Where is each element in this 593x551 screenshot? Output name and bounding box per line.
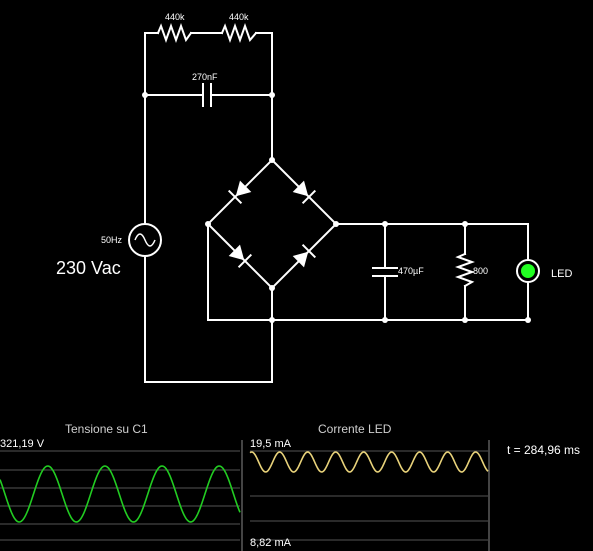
scope-current-title: Corrente LED (318, 422, 392, 436)
resistor-load[interactable] (455, 252, 475, 288)
r2-label: 440k (229, 12, 249, 22)
scope-voltage-title: Tensione su C1 (65, 422, 148, 436)
diode-d4[interactable] (292, 243, 317, 268)
wire-top-left (144, 32, 159, 96)
junction-dot (269, 157, 275, 163)
sine-icon (134, 233, 156, 247)
diode-d3[interactable] (228, 244, 253, 269)
ac-source[interactable] (128, 223, 162, 257)
source-voltage-label: 230 Vac (56, 258, 121, 278)
r1-label: 440k (165, 12, 185, 22)
wire-top-right (255, 32, 273, 96)
time-readout: t = 284,96 ms (507, 443, 581, 457)
junction-dot (333, 221, 339, 227)
diode-d1[interactable] (227, 180, 252, 205)
junction-dot (269, 285, 275, 291)
cap-series-label: 270nF (192, 72, 218, 82)
junction-dot (525, 317, 531, 323)
junction-dot (269, 92, 275, 98)
current-trace (249, 451, 489, 473)
resistor-r2[interactable] (220, 23, 258, 43)
scope-voltage-max: 321,19 V (0, 438, 45, 450)
wire-bridge-left (207, 223, 529, 321)
cap-filter-label: 470µF (398, 266, 424, 276)
junction-dot (462, 317, 468, 323)
junction-dot (205, 221, 211, 227)
resistor-r1[interactable] (156, 23, 193, 43)
led-label: LED (551, 268, 573, 280)
scope-current-max: 19,5 mA (250, 438, 291, 450)
junction-dot (382, 221, 388, 227)
scope-voltage[interactable] (0, 440, 243, 551)
diode-d2[interactable] (292, 180, 317, 205)
scope-current[interactable] (249, 440, 490, 551)
junction-dot (382, 317, 388, 323)
junction-dot (269, 317, 275, 323)
led-light-icon (521, 264, 535, 278)
junction-dot (462, 221, 468, 227)
voltage-trace (0, 465, 241, 523)
scope-current-min: 8,82 mA (250, 537, 291, 549)
source-freq-label: 50Hz (101, 235, 123, 245)
led[interactable] (516, 259, 540, 283)
load-resistor-label: 800 (473, 266, 489, 276)
junction-dot (142, 92, 148, 98)
